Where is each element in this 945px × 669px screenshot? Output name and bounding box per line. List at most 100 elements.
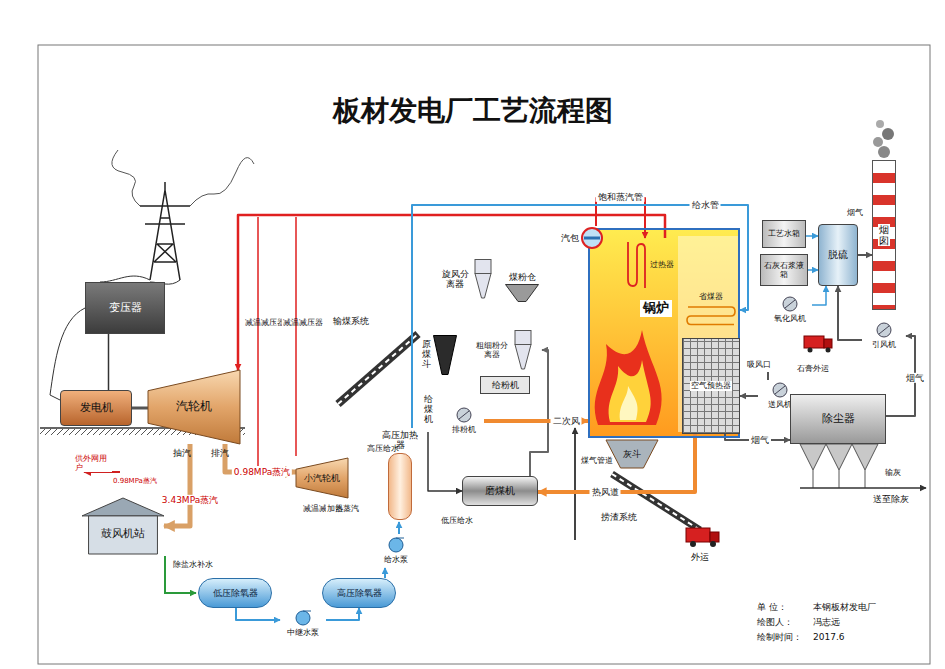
flow-connector <box>530 350 548 476</box>
node-label: 变压器 <box>109 302 142 315</box>
generator-box: 发电机 <box>60 390 132 426</box>
node-label: 发电机 <box>80 402 113 415</box>
coil-symbol <box>686 304 736 328</box>
deaerator-tank: 高压除氧器 <box>322 578 396 608</box>
connector-label: 烟气 <box>904 373 926 383</box>
powder-feeder: 给粉机 <box>480 376 530 394</box>
node-label: 给粉机 <box>492 380 519 390</box>
connector-label: 3.43MPa蒸汽 <box>160 495 220 505</box>
vertical-note: 抽汽 <box>172 448 183 458</box>
note-label: 吸风口 <box>746 360 772 369</box>
fan-symbol <box>772 382 789 398</box>
deaerator-tank: 低压除氧器 <box>198 578 272 608</box>
vertical-note: 排汽 <box>210 448 221 458</box>
flow-connector <box>740 395 758 397</box>
node-label: 旋风分离器 <box>440 269 470 290</box>
flow-connector <box>132 407 148 410</box>
node-label: 汽包 <box>561 233 579 243</box>
flow-connector <box>838 286 862 340</box>
flow-connector <box>384 568 386 578</box>
note-label: 外运 <box>690 552 710 562</box>
air-preheater: 空气预热器 <box>682 338 740 434</box>
coil-symbol <box>624 242 648 288</box>
connector-label: 热风道 <box>590 487 621 497</box>
note-label: 绘图人： <box>756 617 794 627</box>
node-label: 中继水泵 <box>287 628 319 637</box>
node-label: 灰斗 <box>623 449 641 459</box>
vertical-note: 煤气管道 <box>580 456 590 465</box>
transformer-box: 变压器 <box>85 282 165 334</box>
vertical-note: 低压给水 <box>440 516 450 525</box>
turbine-shape: 汽轮机 <box>148 370 240 444</box>
note-label: 输煤系统 <box>332 316 370 326</box>
node-label: 石灰石浆液箱 <box>763 261 805 279</box>
fan-symbol <box>456 407 473 423</box>
flow-connector <box>538 434 695 492</box>
note-label: 供外网用户 <box>74 454 112 472</box>
node-label: 给煤机 <box>424 395 433 425</box>
pump-symbol: 中继水泵 <box>280 606 326 642</box>
hopper-symbol <box>433 335 457 375</box>
house-shape <box>82 498 164 554</box>
drum-symbol <box>581 227 603 249</box>
flow-connector <box>398 522 400 534</box>
cyclone-symbol <box>512 330 534 370</box>
raw-coal-hopper: 原煤斗 <box>418 326 460 384</box>
coarse-fine-separator: 粗细粉分离器 <box>466 328 542 372</box>
pump-symbol <box>388 537 405 553</box>
slurry-tank: 石灰石浆液箱 <box>760 254 808 286</box>
node-label: 氧化风机 <box>774 314 806 323</box>
water-tank: 工艺水箱 <box>762 220 806 248</box>
note-label: 2017.6 <box>812 632 846 642</box>
node-label: 空气预热器 <box>690 381 732 390</box>
superheater-coil: 过热器 <box>620 238 678 292</box>
fan-symbol: 引风机 <box>862 318 906 354</box>
steam-drum: 汽包 <box>556 226 608 250</box>
fan-symbol <box>782 296 799 312</box>
node-label: 鼓风机站 <box>101 528 145 541</box>
heater-tank: 高压加热器 <box>380 428 420 522</box>
node-label: 低压除氧器 <box>213 588 258 598</box>
flow-connector <box>858 254 872 256</box>
flow-connector <box>164 444 190 526</box>
fan-symbol: 排粉机 <box>444 404 484 438</box>
note-label: 输灰 <box>884 468 902 477</box>
connector-label: 二次风 <box>551 416 582 426</box>
note-label: 单 位： <box>756 602 788 612</box>
node-label: 给水泵 <box>384 555 408 564</box>
ash-hopper: 灰斗 <box>606 440 658 468</box>
note-label: 绘制时间： <box>756 632 803 642</box>
note-label: 石膏外运 <box>796 364 830 373</box>
flow-connector <box>326 608 359 620</box>
cyclone-symbol <box>472 259 494 299</box>
connector-label: 饱和蒸汽管 <box>596 192 645 202</box>
pulverized-coal-bin: 煤粉仓 <box>500 268 544 306</box>
desulfurizer-tower: 脱硫 <box>818 224 858 286</box>
flow-connector <box>808 269 818 271</box>
note-label: 0.98MPa蒸汽 <box>112 477 158 485</box>
note-label: 烟气 <box>846 208 864 217</box>
fan-symbol: 氧化风机 <box>768 292 812 328</box>
economizer-coil: 省煤器 <box>682 286 740 334</box>
node-label: 汽轮机 <box>176 400 212 414</box>
flow-connector <box>428 432 462 491</box>
flow-connector <box>806 235 818 237</box>
connector-label: 给水管 <box>690 200 721 210</box>
vertical-note: 加热蒸汽 <box>326 504 336 513</box>
dust-collector: 除尘器 <box>790 394 886 444</box>
node-label: 排粉机 <box>452 425 476 434</box>
connector-label: 烟气 <box>749 435 771 445</box>
chimney: 烟囱 <box>872 160 896 310</box>
pump-symbol <box>295 610 312 626</box>
node-label: 高压除氧器 <box>337 588 382 598</box>
note-label: 除盐水补水 <box>172 560 214 569</box>
node-label: 煤粉仓 <box>509 272 536 282</box>
node-label: 磨煤机 <box>485 485 515 497</box>
vertical-note: 减温减压器 <box>302 504 312 513</box>
node-label: 省煤器 <box>699 292 723 301</box>
coal-feeder: 给煤机 <box>420 388 436 432</box>
connector-label: 0.98MPa蒸汽 <box>232 467 292 477</box>
node-label: 烟囱 <box>878 224 890 246</box>
blower-station: 鼓风机站 <box>82 498 164 554</box>
